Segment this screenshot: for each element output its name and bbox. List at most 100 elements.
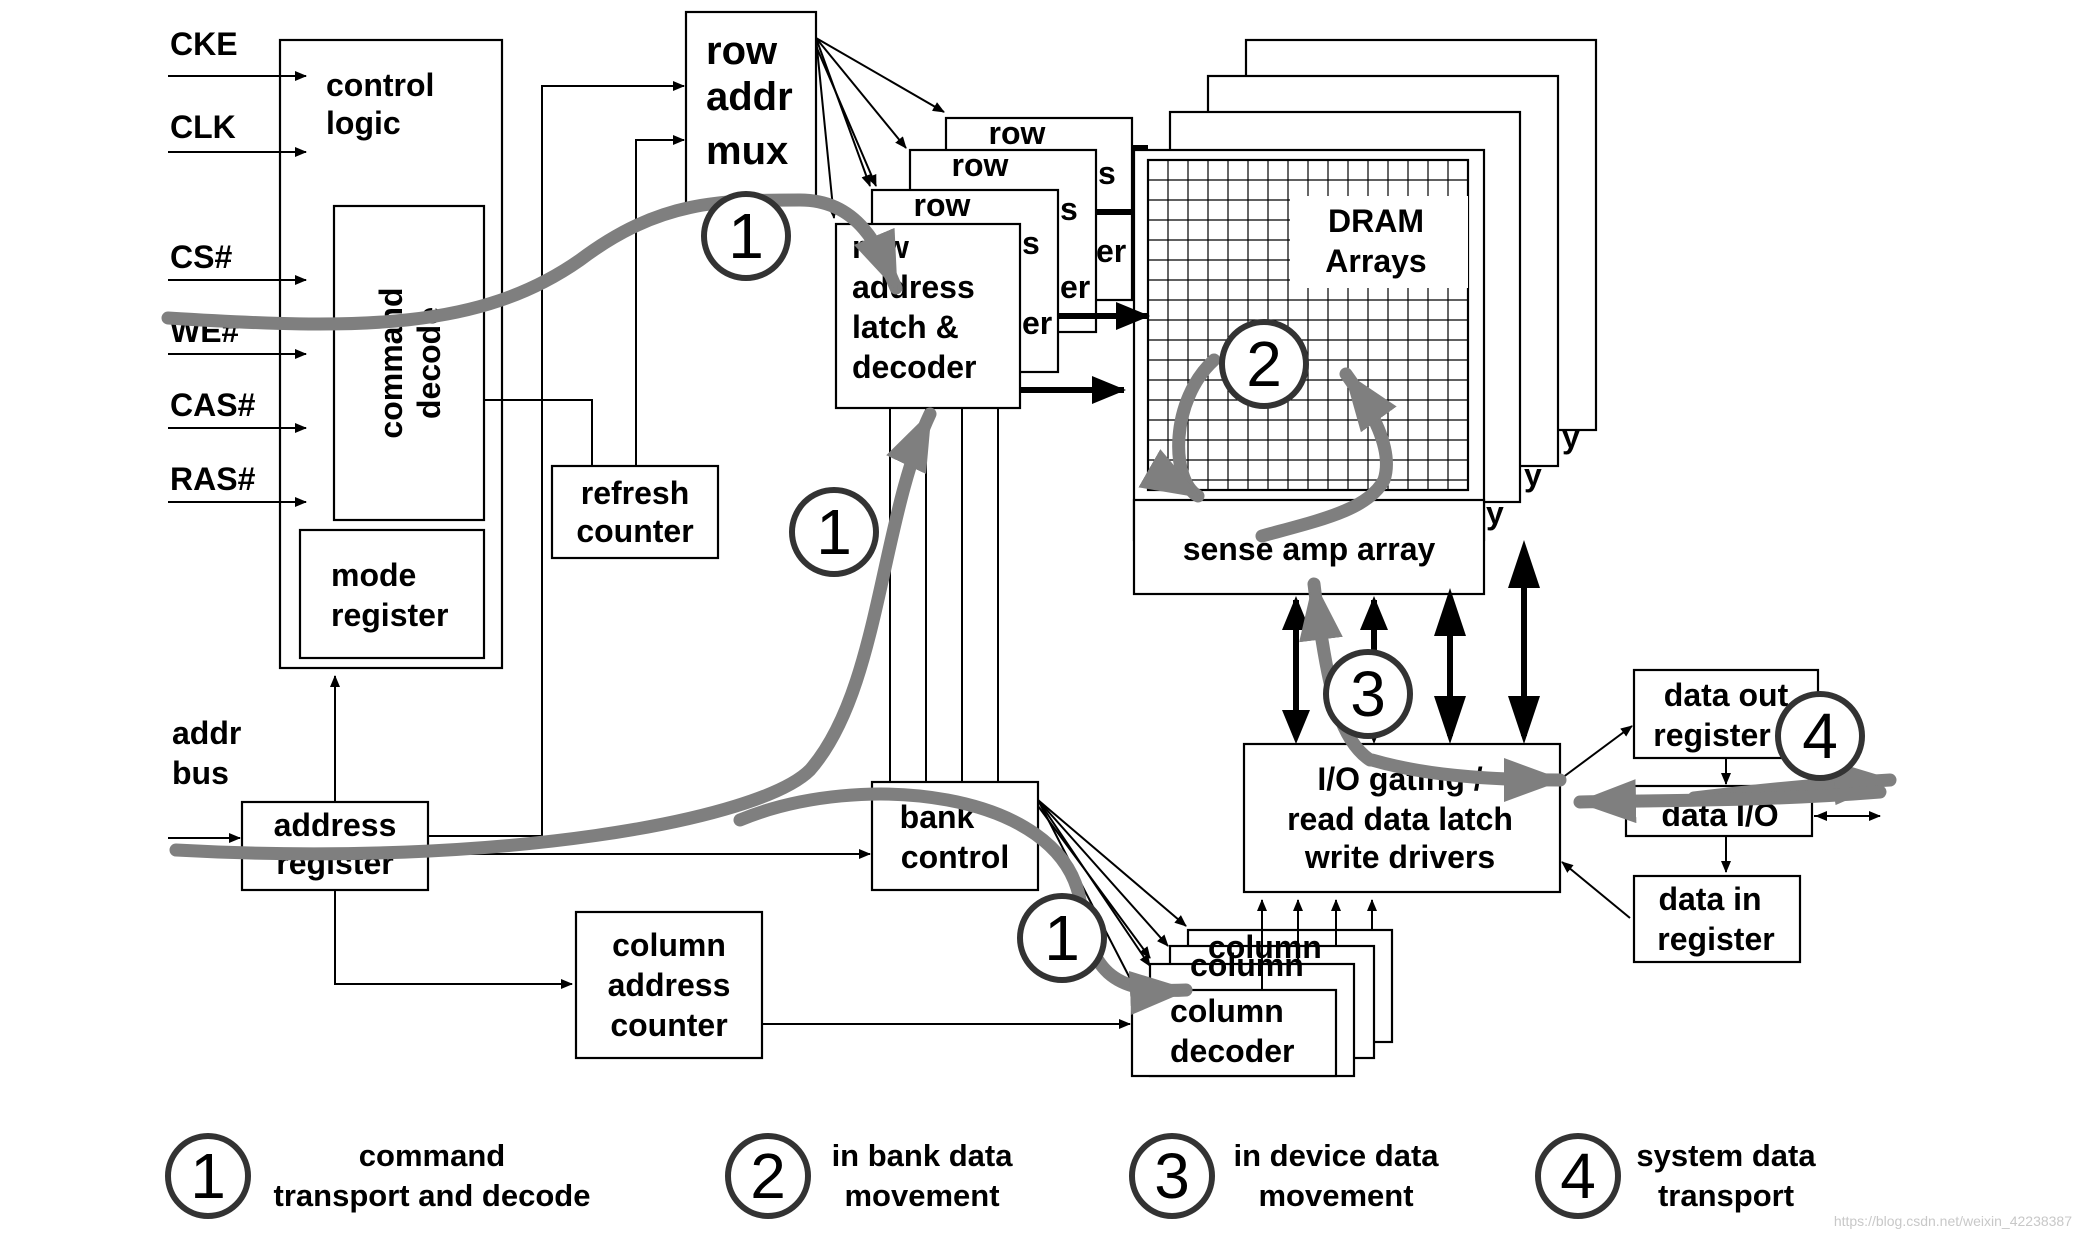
address-register-label-1: address [274,807,397,843]
sense-amp-array-label: sense amp array [1183,531,1436,567]
svg-text:2: 2 [750,1140,786,1212]
row-addr-mux-label-3: mux [706,129,788,173]
data-in-register-label-1: data in [1658,881,1761,917]
legend-item-2: 2 in bank data movement [725,1133,1014,1219]
legend-item-4: 4 system data transport [1535,1133,1816,1219]
row-to-array-buses [1020,145,1150,404]
flow-marker-1-middle: 1 [789,487,879,577]
data-in-register-label-2: register [1657,921,1774,957]
flow-marker-4: 4 [1775,691,1865,781]
legend-1-line-2: transport and decode [274,1178,591,1213]
flow-device-path-out [1365,753,1567,802]
svg-text:1: 1 [728,200,764,272]
ras-label: RAS# [170,461,256,497]
mode-register-block: mode register [298,528,486,660]
legend: 1 command transport and decode 2 in bank… [165,1133,1816,1219]
io-gating-label-2: read data latch [1287,801,1513,837]
column-decoder-label-1: column [1170,993,1284,1029]
data-in-register-block: data in register [1632,874,1802,964]
column-address-counter-label-3: counter [610,1007,727,1043]
row-addr-mux-block: row addr mux [684,10,818,206]
flow-marker-1-top: 1 [701,191,791,281]
column-to-io-arrows [1257,899,1377,990]
flow-command-path [161,193,903,331]
data-path-arrows [1561,725,1881,919]
mux-fanout-arrows [815,37,945,219]
row-stack-label-1: row [989,115,1046,151]
flow-device-path [1299,577,1377,767]
io-gating-label-3: write drivers [1304,839,1495,875]
sense-amp-array-block: sense amp array [1132,498,1486,596]
data-out-register-label-2: register [1653,717,1770,753]
svg-text:2: 2 [1246,328,1282,400]
legend-3-line-2: movement [1258,1178,1413,1213]
svg-text:1: 1 [816,496,852,568]
cke-label: CKE [170,26,238,62]
row-stack-fragment-4: er [1060,269,1090,305]
mode-register-label-1: mode [331,557,416,593]
command-decode-label-1: command [373,287,409,438]
column-stack-fragment-1: column [1208,929,1322,965]
svg-text:4: 4 [1560,1140,1596,1212]
svg-text:3: 3 [1350,658,1386,730]
row-latch-label-2: address [852,269,975,305]
address-wiring [330,81,1131,1029]
legend-item-1: 1 command transport and decode [165,1133,591,1219]
column-decoder-label-2: decoder [1170,1033,1294,1069]
flow-marker-3: 3 [1323,649,1413,739]
flow-address-to-column-path [733,787,1193,1015]
svg-text:1: 1 [190,1140,226,1212]
column-address-counter-label-2: address [608,967,731,1003]
flow-marker-1-bottom: 1 [1017,893,1107,983]
dram-arrays-label-1: DRAM [1328,203,1424,239]
legend-2-line-1: in bank data [832,1138,1014,1173]
command-decode-label-2: decode [411,307,447,419]
column-stack-fragment-2: column [1190,947,1304,983]
column-address-counter-label-1: column [612,927,726,963]
row-stack-fragment-1: s [1098,155,1116,191]
legend-2-line-2: movement [844,1178,999,1213]
watermark: https://blog.csdn.net/weixin_42238387 [1834,1213,2072,1229]
legend-3-line-1: in device data [1233,1138,1439,1173]
command-decode-block: command decode [332,204,486,522]
refresh-counter-label-1: refresh [581,475,690,511]
bank-control-label-2: control [901,839,1009,875]
refresh-counter-block: refresh counter [550,464,720,560]
column-address-counter-block: column address counter [574,910,764,1060]
data-out-register-label-1: data out [1664,677,1789,713]
clk-label: CLK [170,109,236,145]
flow-in-bank-left [1138,353,1221,503]
legend-4-line-2: transport [1658,1178,1794,1213]
flow-in-bank-right [1255,367,1397,543]
row-stack-fragment-2: er [1096,233,1126,269]
row-addr-mux-label-1: row [706,29,778,73]
legend-1-line-1: command [359,1138,505,1173]
row-stack-fragment-6: er [1022,305,1052,341]
row-stack-fragment-5: s [1022,225,1040,261]
cs-label: CS# [170,239,232,275]
addr-bus-label-1: addr [172,715,241,751]
control-logic-label-1: control [326,67,434,103]
row-latch-label-4: decoder [852,349,976,385]
legend-4-line-1: system data [1636,1138,1816,1173]
flow-marker-2: 2 [1219,319,1309,409]
row-stack-fragment-3: s [1060,191,1078,227]
flow-address-to-row-path [169,407,937,861]
row-latch-stack: row row s er row s er s er row address l… [834,115,1134,410]
svg-text:4: 4 [1802,700,1838,772]
row-addr-mux-label-2: addr [706,75,793,119]
array-fragment-3: y [1486,495,1504,531]
row-stack-label-3: row [914,187,971,223]
flow-arrows [161,193,1897,1015]
row-latch-label-3: latch & [852,309,959,345]
dram-arrays-stack: y y y DRAM Arrays [1132,38,1598,542]
refresh-counter-label-2: counter [576,513,693,549]
svg-text:3: 3 [1154,1140,1190,1212]
input-signals: CKE CLK CS# WE# CAS# RAS# addr bus [168,26,307,843]
svg-text:1: 1 [1044,902,1080,974]
dram-arrays-label-2: Arrays [1325,243,1426,279]
flow-system-out [1573,779,1887,824]
legend-item-3: 3 in device data movement [1129,1133,1439,1219]
control-logic-label-2: logic [326,105,401,141]
